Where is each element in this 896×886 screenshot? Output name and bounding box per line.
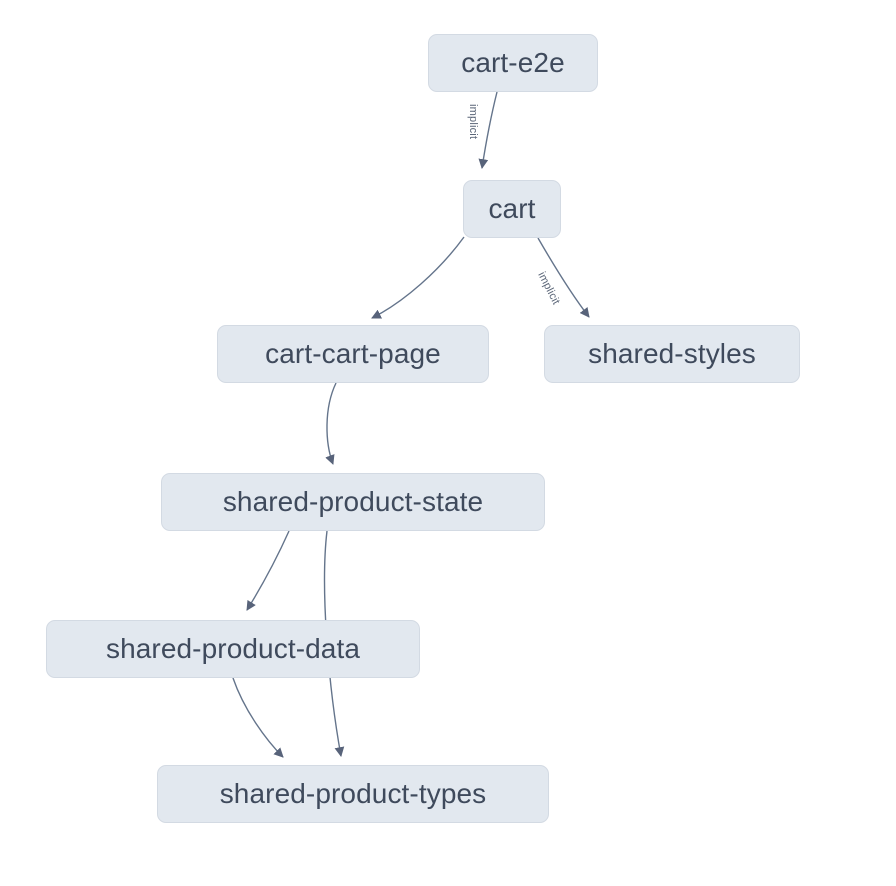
graph-node-shared-product-data[interactable]: shared-product-data [46, 620, 420, 678]
graph-edge-cart-cart-page-to-shared-product-state [325, 382, 337, 465]
graph-node-cart-cart-page[interactable]: cart-cart-page [217, 325, 489, 383]
graph-edge-cart-to-cart-cart-page [371, 236, 465, 319]
graph-edge-shared-product-state-to-shared-product-data [246, 530, 290, 611]
graph-edge-cart-to-shared-styles [537, 237, 590, 318]
graph-node-shared-product-state[interactable]: shared-product-state [161, 473, 545, 531]
edge-label-cart-to-shared-styles: implicit [535, 270, 562, 307]
edge-label-cart-e2e-to-cart: implicit [467, 104, 479, 140]
graph-edge-shared-product-data-to-shared-product-types [232, 677, 284, 758]
graph-node-cart-e2e[interactable]: cart-e2e [428, 34, 598, 92]
graph-edge-cart-e2e-to-cart [478, 91, 498, 169]
graph-node-shared-product-types[interactable]: shared-product-types [157, 765, 549, 823]
graph-node-shared-styles[interactable]: shared-styles [544, 325, 800, 383]
graph-node-cart[interactable]: cart [463, 180, 561, 238]
